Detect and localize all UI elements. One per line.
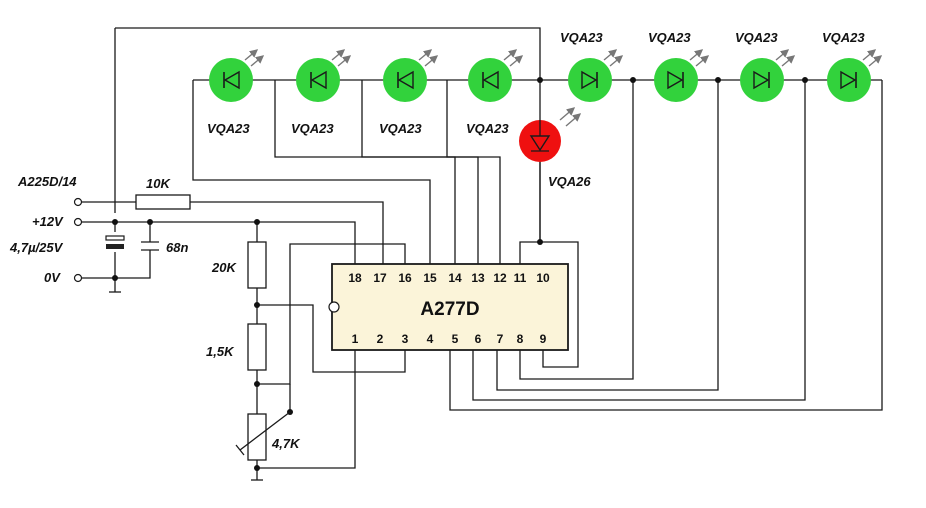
ic-pin-bottom-8: 8	[517, 332, 524, 346]
led-red-label: VQA26	[548, 174, 591, 189]
r-top-label: 20K	[211, 260, 237, 275]
cap-elec-label: 4,7µ/25V	[9, 240, 64, 255]
resistor-1-5k	[247, 323, 267, 371]
led-green-5	[568, 49, 624, 102]
ic-label: A277D	[420, 299, 479, 320]
ic-pin-top-13: 13	[471, 271, 485, 285]
ic-pin-bottom-5: 5	[452, 332, 459, 346]
ic-pin-bottom-4: 4	[427, 332, 434, 346]
ic-pin-top-16: 16	[398, 271, 412, 285]
ic-pin-top-17: 17	[373, 271, 387, 285]
led-label-5: VQA23	[560, 30, 603, 45]
labels: A225D/14 +12V 4,7µ/25V 0V 10K 68n 20K 1,…	[9, 30, 865, 451]
potentiometer-4-7k	[235, 411, 291, 461]
led-green-1	[209, 49, 265, 102]
ic-pin-top-11: 11	[514, 271, 527, 285]
ic-pin-bottom-6: 6	[475, 332, 482, 346]
pot-label: 4,7K	[271, 436, 301, 451]
capacitor-ceramic	[141, 241, 159, 251]
led-label-2: VQA23	[291, 121, 334, 136]
led-label-4: VQA23	[466, 121, 509, 136]
terminals	[73, 197, 83, 283]
input-terminal	[73, 197, 83, 207]
cap-ceramic-label: 68n	[166, 240, 188, 255]
led-array	[209, 49, 883, 102]
ic-pin-top-14: 14	[448, 271, 462, 285]
ic-pin-bottom-9: 9	[540, 332, 547, 346]
led-label-8: VQA23	[822, 30, 865, 45]
led-label-3: VQA23	[379, 121, 422, 136]
capacitor-electrolytic	[105, 235, 125, 249]
led-red	[519, 107, 582, 162]
ic-pin-top-10: 10	[536, 271, 550, 285]
ic-pins-top: 18 17 16 15 14 13 12 11 10	[348, 271, 550, 285]
led-green-6	[654, 49, 710, 102]
ic-pin-top-18: 18	[348, 271, 362, 285]
resistor-20k	[247, 241, 267, 289]
ground-terminal	[73, 273, 83, 283]
led-green-3	[383, 49, 439, 102]
ic-pin-top-15: 15	[423, 271, 437, 285]
ic-pin-bottom-3: 3	[402, 332, 409, 346]
r-mid-label: 1,5K	[206, 344, 235, 359]
ic-pin-bottom-1: 1	[352, 332, 359, 346]
led-label-1: VQA23	[207, 121, 250, 136]
ic-pin-top-12: 12	[493, 271, 507, 285]
ground-label: 0V	[44, 270, 61, 285]
ic-pin-bottom-2: 2	[377, 332, 384, 346]
supply-terminal	[73, 217, 83, 227]
led-label-7: VQA23	[735, 30, 778, 45]
input-label: A225D/14	[17, 174, 77, 189]
led-label-6: VQA23	[648, 30, 691, 45]
led-green-2	[296, 49, 352, 102]
ic-pin-bottom-7: 7	[497, 332, 504, 346]
r-input-label: 10K	[146, 176, 171, 191]
resistor-10k	[135, 194, 191, 210]
supply-label: +12V	[32, 214, 64, 229]
led-green-4	[468, 49, 524, 102]
led-green-8	[827, 49, 883, 102]
led-green-7	[740, 49, 796, 102]
